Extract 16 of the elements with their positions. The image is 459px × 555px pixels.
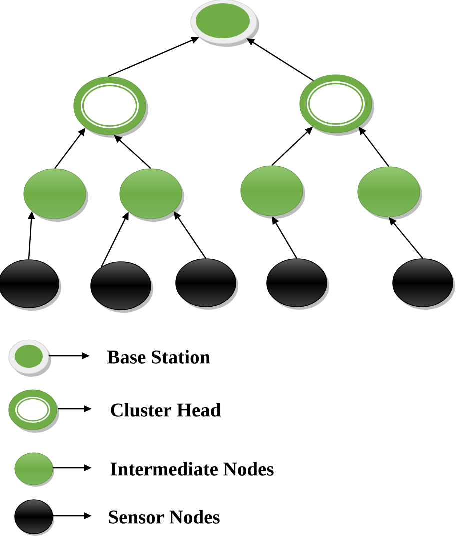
- legend-label: Intermediate Nodes: [110, 462, 274, 476]
- sensor-node: [266, 258, 330, 310]
- intermediate-node: [24, 168, 88, 222]
- intermediate-node: [358, 166, 422, 220]
- legend-label: Cluster Head: [111, 403, 221, 417]
- sensor-node: [0, 260, 62, 311]
- intermediate-node: [240, 166, 306, 219]
- legend-label: Base Station: [108, 350, 210, 364]
- sensor-node: [392, 258, 456, 310]
- cluster-head-node: [300, 74, 374, 136]
- base-station-node: [190, 0, 260, 47]
- sensor-node: [176, 258, 238, 310]
- intermediate-node: [120, 168, 184, 222]
- legend-label: Sensor Nodes: [109, 510, 220, 524]
- sensor-node: [90, 262, 154, 313]
- cluster-head-node: [74, 76, 148, 138]
